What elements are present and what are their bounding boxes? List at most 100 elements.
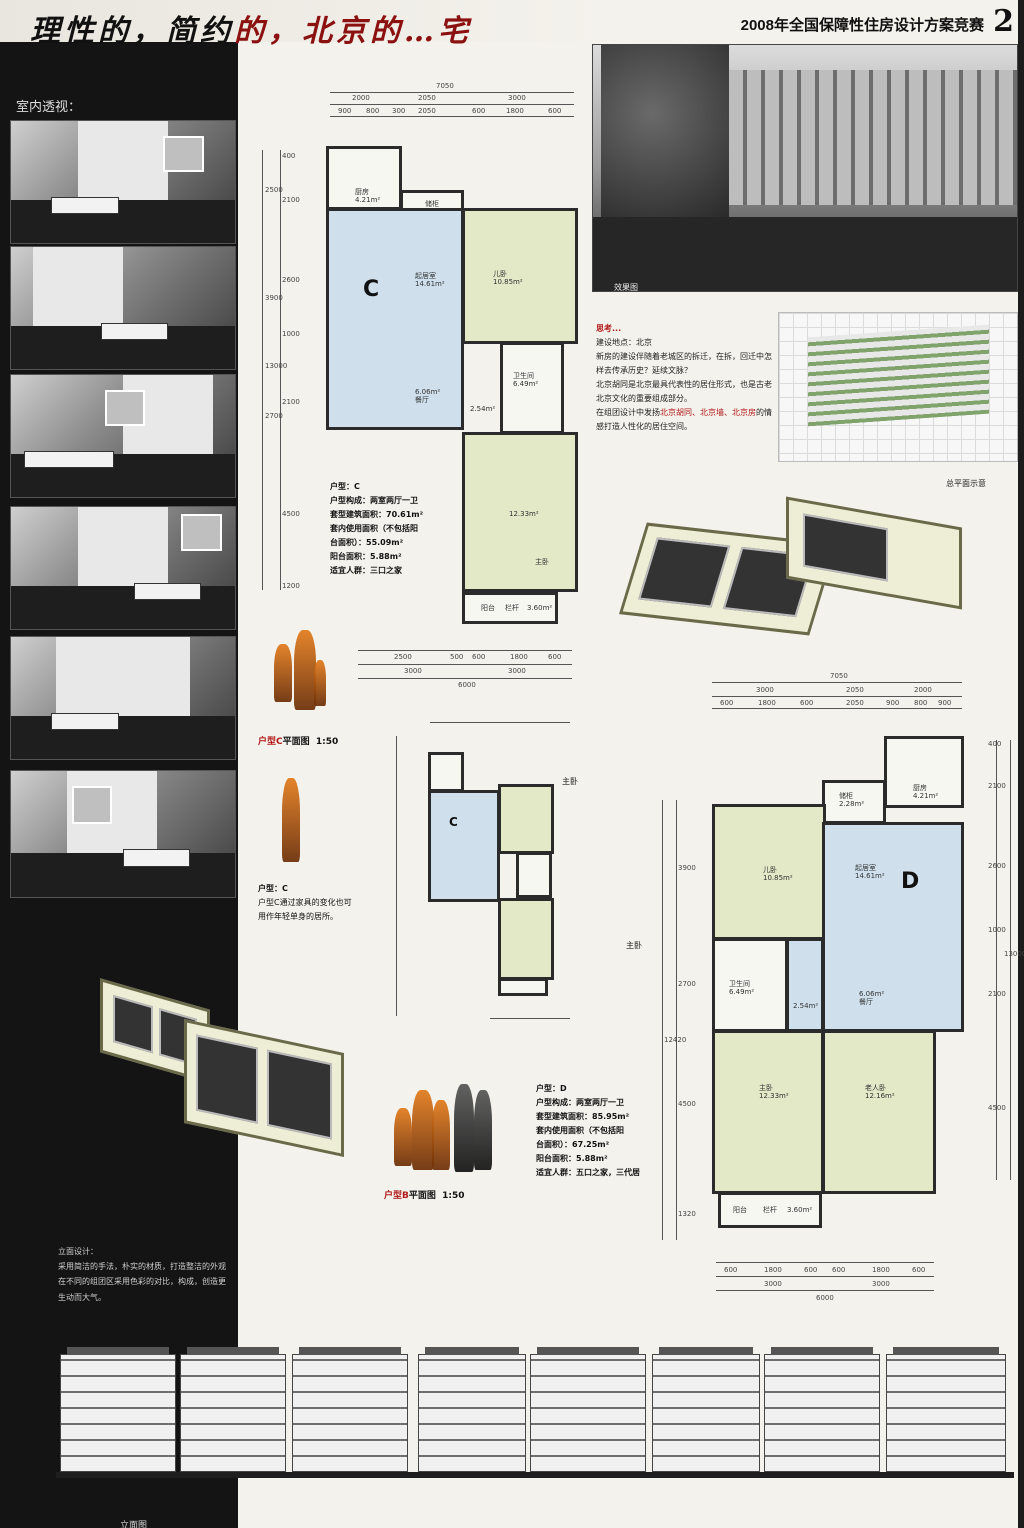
dim-overall: 7050 xyxy=(436,82,454,90)
dim-left: 2700 xyxy=(678,980,696,988)
dim-left: 3900 xyxy=(265,294,283,302)
storage-d-label: 储柜 2.28m² xyxy=(839,792,865,808)
plan-c-caption: 户型C平面图 1:50 xyxy=(258,734,338,747)
dim-bottom-overall: 6000 xyxy=(816,1294,834,1302)
facade-body: 采用简洁的手法，朴实的材质，打造整洁的外观在不同的组团区采用色彩的对比，构成，创… xyxy=(58,1262,226,1302)
dim-left: 2500 xyxy=(265,186,283,194)
room-kitchen: 厨房 4.21m² xyxy=(326,146,402,210)
dim-fine: 300 xyxy=(392,107,406,115)
elevation-ground xyxy=(56,1472,1014,1478)
dim-left: 13000 xyxy=(265,362,288,370)
person-figure xyxy=(432,1100,450,1170)
spec-balcony: 阳台面积：5.88m² xyxy=(536,1154,608,1163)
dim-bottom-fine: 600 xyxy=(472,653,486,661)
master-d-label: 主卧 12.33m² xyxy=(759,1084,789,1100)
balcony-area: 3.60m² xyxy=(527,604,553,612)
interior-render xyxy=(10,506,236,630)
dim-bottom-fine: 600 xyxy=(548,653,562,661)
dim-bottom-fine: 1800 xyxy=(872,1266,890,1274)
bath-label: 卫生间 6.49m² xyxy=(513,372,539,388)
dim-left: 2600 xyxy=(282,276,300,284)
thinking-highlight: 北京胡同、北京墙、北京房 xyxy=(660,408,756,417)
elevation-building xyxy=(60,1347,176,1472)
dim-left: 4500 xyxy=(678,1100,696,1108)
room-child-d: 儿卧 10.85m² xyxy=(712,804,826,940)
dim-fine: 900 xyxy=(338,107,352,115)
hall-d-label: 2.54m² xyxy=(793,1002,819,1010)
living-d-label: 起居室 14.61m² xyxy=(855,864,885,880)
note-title: 户型：C xyxy=(258,884,288,893)
plan-b-caption: 户型B平面图 1:50 xyxy=(384,1188,465,1201)
thinking-block: 思考... 建设地点：北京 新房的建设伴随着老城区的拆迁，在拆，回迁中怎样去传承… xyxy=(596,322,772,434)
dim-right: 400 xyxy=(988,740,1002,748)
elevation-building xyxy=(292,1347,408,1472)
dim-right: 2100 xyxy=(988,782,1006,790)
elevation-building xyxy=(652,1347,760,1472)
person-figure xyxy=(412,1090,434,1170)
room-living-d: D 起居室 14.61m² 6.06m² 餐厅 xyxy=(822,822,964,1032)
person-figure xyxy=(474,1090,492,1170)
dim-fine: 800 xyxy=(366,107,380,115)
dim-line xyxy=(716,1276,934,1277)
headline: 理性的，简约的，北京的…宅 xyxy=(30,6,472,50)
dim-fine: 900 xyxy=(886,699,900,707)
interior-render xyxy=(10,246,236,370)
small-plan-note: 户型：C 户型C通过家具的变化也可 用作年轻单身的居所。 xyxy=(258,882,352,924)
dim-right: 13000 xyxy=(1004,950,1024,958)
dining-label: 6.06m² 餐厅 xyxy=(415,388,441,404)
person-figure xyxy=(394,1108,412,1166)
interior-render xyxy=(10,636,236,760)
caption-text: 平面图 xyxy=(282,737,310,747)
spec-occupants: 适宜人群：三口之家 xyxy=(330,566,402,575)
dim-line xyxy=(716,1262,934,1263)
competition-title: 2008年全国保障性住房设计方案竞赛 xyxy=(740,17,984,34)
elevation-drawing xyxy=(56,1346,1014,1496)
dim-mid: 2050 xyxy=(846,686,864,694)
facade-title: 立面设计： xyxy=(58,1247,98,1256)
dim-line xyxy=(330,92,574,93)
dim-left: 2700 xyxy=(265,412,283,420)
elevation-building xyxy=(764,1347,880,1472)
dim-bottom-fine: 1800 xyxy=(510,653,528,661)
caption-type: 户型B xyxy=(384,1191,409,1201)
room-master-d: 主卧 12.33m² xyxy=(712,1030,824,1194)
interior-render xyxy=(10,770,236,898)
note-body-1: 户型C通过家具的变化也可 xyxy=(258,898,352,907)
dim-bottom-fine: 600 xyxy=(724,1266,738,1274)
dim-bottom-overall: 6000 xyxy=(458,681,476,689)
facade-note: 立面设计： 采用简洁的手法，朴实的材质，打造整洁的外观在不同的组团区采用色彩的对… xyxy=(58,1244,228,1305)
spec-use-area: 套内使用面积（不包括阳 xyxy=(330,524,418,533)
spec-use-area-cont: 台面积）：55.09m² xyxy=(330,538,404,547)
dim-mid: 2000 xyxy=(352,94,370,102)
dim-line xyxy=(712,696,962,697)
dim-fine: 2050 xyxy=(418,107,436,115)
railing-d-label: 栏杆 xyxy=(763,1206,777,1214)
dim-line-vertical xyxy=(676,800,677,1240)
dim-bottom-fine: 600 xyxy=(912,1266,926,1274)
dim-left: 1320 xyxy=(678,1210,696,1218)
note-body-2: 用作年轻单身的居所。 xyxy=(258,912,338,921)
interior-render xyxy=(10,120,236,244)
dim-mid: 2050 xyxy=(418,94,436,102)
dim-fine: 2050 xyxy=(846,699,864,707)
child-label: 儿卧 10.85m² xyxy=(493,270,523,286)
person-figure xyxy=(294,630,316,710)
dim-line-vertical xyxy=(262,150,263,590)
render-caption: 效果图 xyxy=(614,283,638,292)
plan-d-side-label: 主卧 xyxy=(626,941,642,950)
dim-line-vertical xyxy=(996,740,997,1180)
person-figure xyxy=(314,660,326,706)
dim-right: 2100 xyxy=(988,990,1006,998)
person-figure xyxy=(454,1084,474,1172)
spec-structure: 户型构成：两室两厅一卫 xyxy=(536,1098,624,1107)
siteplan-caption: 总平面示意 xyxy=(946,479,986,488)
small-plan-letter: C xyxy=(449,815,458,829)
dim-fine: 800 xyxy=(914,699,928,707)
dim-fine: 600 xyxy=(472,107,486,115)
dim-bottom-fine: 600 xyxy=(832,1266,846,1274)
dim-bottom-fine: 2500 xyxy=(394,653,412,661)
railing-label: 栏杆 xyxy=(505,604,519,612)
dim-left: 3900 xyxy=(678,864,696,872)
spec-occupants: 适宜人群：五口之家，三代居 xyxy=(536,1168,640,1177)
